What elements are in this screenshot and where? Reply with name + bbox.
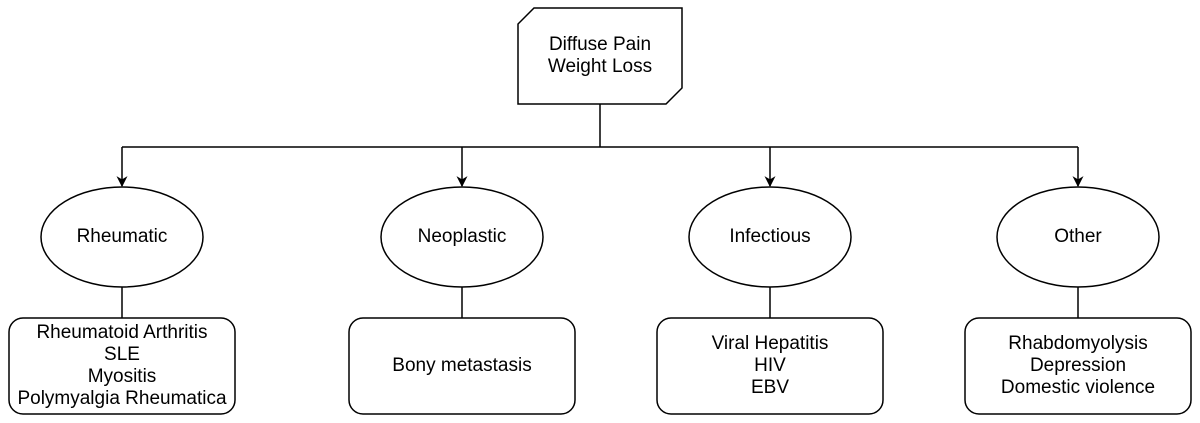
list-item: Bony metastasis bbox=[392, 355, 532, 376]
list-item: EBV bbox=[750, 377, 790, 398]
other-detail-list: Rhabdomyolysis Depression Domestic viole… bbox=[965, 318, 1191, 414]
root-line-1: Diffuse Pain bbox=[548, 34, 652, 55]
list-item: Depression bbox=[1029, 355, 1127, 376]
root-node: Diffuse Pain Weight Loss bbox=[518, 8, 682, 104]
list-item: Rheumatoid Arthritis bbox=[36, 322, 208, 343]
rheumatic-detail-list: Rheumatoid Arthritis SLE Myositis Polymy… bbox=[9, 318, 235, 414]
rheumatic-detail-box bbox=[8, 317, 236, 415]
infectious-detail-box bbox=[656, 317, 884, 415]
category-label: Infectious bbox=[729, 226, 811, 247]
root-node-shape bbox=[517, 7, 683, 105]
category-rheumatic: Rheumatic bbox=[41, 187, 203, 287]
category-neoplastic: Neoplastic bbox=[381, 187, 543, 287]
root-line-2: Weight Loss bbox=[547, 56, 653, 77]
list-item: SLE bbox=[104, 344, 140, 365]
list-item: Myositis bbox=[87, 366, 157, 387]
category-other: Other bbox=[997, 187, 1159, 287]
other-detail-box bbox=[964, 317, 1192, 415]
list-item: Domestic violence bbox=[1000, 377, 1156, 398]
category-label: Other bbox=[1054, 226, 1102, 247]
category-label: Neoplastic bbox=[417, 226, 507, 247]
list-item: Polymyalgia Rheumatica bbox=[17, 388, 227, 409]
neoplastic-detail-list: Bony metastasis bbox=[349, 318, 575, 414]
list-item: Viral Hepatitis bbox=[711, 333, 829, 354]
neoplastic-detail-box bbox=[348, 317, 576, 415]
list-item: HIV bbox=[754, 355, 786, 376]
category-infectious: Infectious bbox=[689, 187, 851, 287]
list-item: Rhabdomyolysis bbox=[1008, 333, 1148, 354]
infectious-detail-list: Viral Hepatitis HIV EBV bbox=[657, 318, 883, 414]
category-label: Rheumatic bbox=[76, 226, 168, 247]
